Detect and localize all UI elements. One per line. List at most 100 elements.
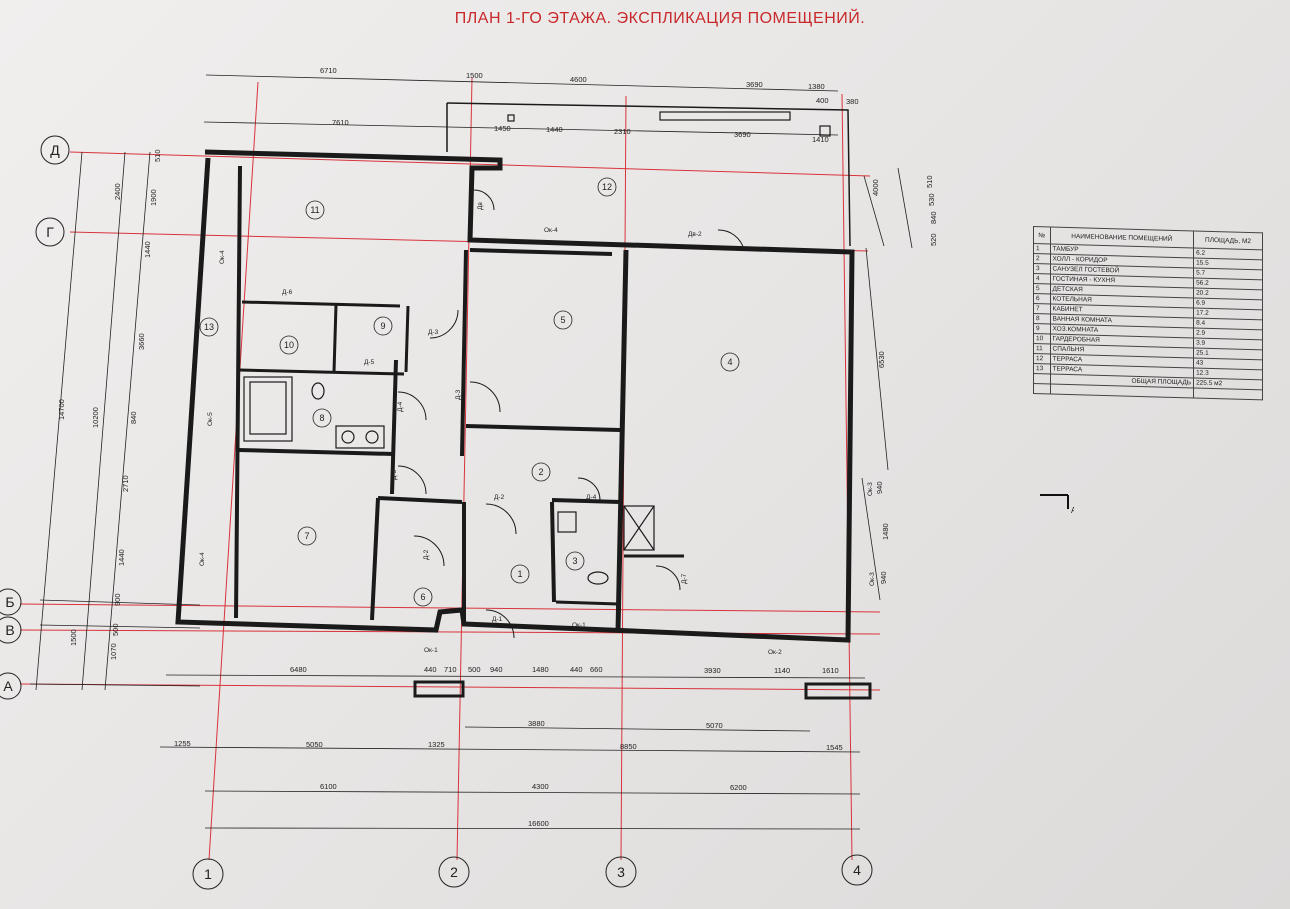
door-swing: [397, 391, 427, 421]
dim-value: 2710: [121, 475, 130, 492]
axis-label-v: В: [5, 622, 14, 638]
dim-value: 3930: [704, 666, 721, 675]
axis-label-4: 4: [853, 862, 861, 878]
dim-value: 520: [929, 233, 938, 246]
axis-bubble-2: [438, 856, 470, 888]
axis-label-a: А: [3, 678, 13, 694]
door-swing: [655, 565, 681, 591]
door-label: Д-4: [397, 401, 404, 412]
row-number: 9: [1033, 323, 1051, 334]
section-mark-icon: А: [1040, 494, 1074, 515]
dim-value: 16600: [528, 819, 549, 828]
axis-bubble-g: [35, 217, 65, 247]
axis-bubble-3: [605, 856, 637, 888]
dim-value: 400: [816, 96, 829, 105]
dim-value: 1480: [881, 523, 890, 540]
step-block: [413, 680, 465, 698]
dim-value: 710: [444, 665, 457, 674]
dimension-lines: [29, 74, 913, 830]
dim-value: 510: [153, 149, 162, 162]
door-label: Д-4: [586, 494, 597, 501]
room-label-5: 5: [560, 315, 565, 325]
dim-value: 900: [113, 593, 122, 606]
toilet-icon: [587, 571, 609, 585]
dim-value: 6530: [877, 351, 886, 368]
column-header: ПЛОЩАДЬ, М2: [1193, 230, 1263, 250]
door-swing: [429, 309, 459, 339]
dim-value: 14700: [57, 399, 66, 420]
window-label: Ок-2: [768, 649, 782, 656]
sink-icon: [557, 511, 577, 533]
dim-value: 940: [490, 665, 503, 674]
window-label: Ок-4: [219, 250, 226, 264]
dim-value: 1500: [69, 629, 78, 646]
dim-value: 4300: [532, 782, 549, 791]
dim-value: 940: [879, 571, 888, 584]
row-number: 8: [1033, 313, 1051, 324]
window-label: Ок-4: [544, 227, 558, 234]
window-label: Ок-4: [199, 552, 206, 566]
axis-label-3: 3: [617, 864, 625, 880]
dim-value: 440: [424, 665, 437, 674]
door-label: Д-2: [494, 494, 505, 501]
dim-value: 1610: [822, 666, 839, 675]
door-label: Д-3: [428, 329, 439, 336]
door-label: Д-2: [423, 549, 430, 560]
bathtub-inner-icon: [249, 381, 287, 435]
room-label-2: 2: [538, 467, 543, 477]
dim-value: 1450: [494, 124, 511, 133]
axis-bubbles: [0, 135, 873, 890]
dim-value: 5050: [306, 740, 323, 749]
dim-value: 3660: [137, 333, 146, 350]
dim-value: 6100: [320, 782, 337, 791]
room-label-11: 11: [310, 205, 319, 215]
dim-value: 1410: [812, 135, 829, 144]
section-mark-label: А: [1071, 506, 1074, 515]
column-icon: [507, 114, 515, 122]
dim-value: 1440: [143, 241, 152, 258]
row-number: 6: [1033, 293, 1051, 304]
axis-label-b: Б: [5, 594, 14, 610]
dim-value: 840: [129, 411, 138, 424]
door-swing: [397, 465, 427, 495]
room-label-8: 8: [319, 413, 324, 423]
door-swings: [397, 189, 745, 639]
window-label: Ок-5: [207, 412, 214, 426]
room-label-6: 6: [420, 592, 425, 602]
dim-value: 3690: [734, 130, 751, 139]
dim-value: 1440: [546, 125, 563, 134]
row-number: 12: [1033, 353, 1051, 364]
column-header: №: [1033, 226, 1051, 244]
door-label: Д-3: [391, 469, 398, 480]
axis-label-2: 2: [450, 864, 458, 880]
row-number: 4: [1033, 273, 1051, 284]
fixtures: [243, 111, 872, 700]
room-label-4: 4: [727, 357, 732, 367]
axis-bubble-d: [40, 135, 70, 165]
row-number: 1: [1033, 243, 1051, 254]
room-label-1: 1: [517, 569, 522, 579]
dim-value: 840: [929, 211, 938, 224]
dim-value: 1255: [174, 739, 191, 748]
axis-label-g: Г: [46, 224, 54, 240]
dim-value: 7610: [332, 118, 349, 127]
dim-value: 1480: [532, 665, 549, 674]
dim-value: 500: [468, 665, 481, 674]
dim-value: 2400: [113, 183, 122, 200]
room-label-7: 7: [304, 531, 309, 541]
walls: [175, 102, 855, 643]
door-swing: [485, 503, 517, 535]
door-label: Д-6: [282, 289, 293, 296]
dim-value: 6200: [730, 783, 747, 792]
window-label: Ок-1: [572, 622, 586, 629]
double-sink-icon: [335, 425, 385, 449]
door-swing: [469, 381, 501, 413]
window-label: Ок-3: [869, 572, 876, 586]
row-number: 7: [1033, 303, 1051, 314]
dim-value: 1380: [808, 82, 825, 91]
axis-label-d: Д: [50, 142, 60, 158]
dimension-values: 6710 1500 4600 3690 1380 400 380 7610 14…: [57, 66, 938, 828]
dim-value: 1545: [826, 743, 843, 752]
door-swing: [485, 609, 515, 639]
